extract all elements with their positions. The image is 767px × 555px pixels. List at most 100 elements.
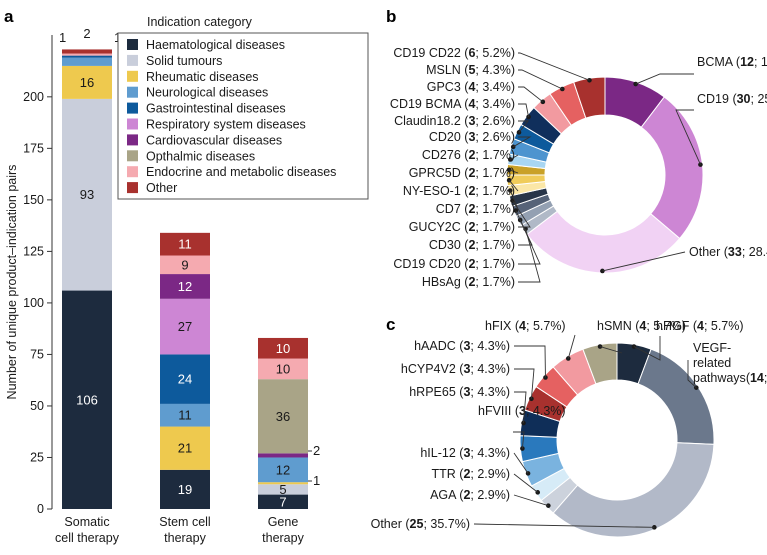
bar-segment-solid-tumours bbox=[62, 98, 112, 291]
bar-value-label: 10 bbox=[276, 341, 290, 356]
donut-value-pct: ; 4.3%) bbox=[470, 446, 510, 460]
bar-segment-endocrine-and-metabolic-diseases bbox=[160, 255, 210, 275]
bar-value-label: 11 bbox=[178, 237, 192, 252]
bar-value-label: 11 bbox=[178, 408, 192, 423]
bar-segment-neurological-diseases bbox=[258, 457, 308, 483]
donut-label-gucy2c: GUCY2C (2; 1.7%) bbox=[409, 220, 515, 234]
leader-line bbox=[514, 368, 535, 399]
donut-label-cd20: CD20 (3; 2.6%) bbox=[429, 130, 515, 144]
x-category-label: Somatic bbox=[64, 515, 109, 529]
donut-label-line: VEGF- bbox=[693, 341, 731, 355]
bar-segment-endocrine-and-metabolic-diseases bbox=[62, 53, 112, 56]
bar-value-label: 27 bbox=[178, 319, 192, 334]
bar-value-label: 5 bbox=[279, 482, 286, 497]
y-tick-label-150: 150 bbox=[23, 193, 44, 207]
leader-line bbox=[515, 210, 533, 246]
donut-label-hcyp4v2: hCYP4V2 (3; 4.3%) bbox=[401, 362, 510, 376]
donut-value-count: 2 bbox=[468, 238, 475, 252]
bar-value-label: 21 bbox=[178, 441, 192, 456]
donut-value-count: 4 bbox=[639, 319, 646, 333]
donut-value-count: 2 bbox=[468, 220, 475, 234]
donut-value-count: 3 bbox=[463, 339, 470, 353]
donut-value-open: ( bbox=[464, 97, 469, 111]
bar-value-label: 1 bbox=[313, 473, 320, 488]
leader-line bbox=[675, 109, 701, 165]
bar-value-label: 19 bbox=[178, 482, 192, 497]
donut-slice-other bbox=[552, 442, 715, 538]
donut-label-hsmn: hSMN (4; 5.7%) bbox=[597, 319, 686, 333]
donut-value-pct: ; 1.7%) bbox=[475, 202, 515, 216]
donut-value-open: ( bbox=[515, 319, 520, 333]
donut-value-pct: ; 4.3%) bbox=[475, 63, 515, 77]
bar-segment-haematological-diseases bbox=[62, 290, 112, 509]
donut-label-line: CD20 bbox=[429, 130, 464, 144]
donut-value-count: 2 bbox=[463, 488, 470, 502]
legend-entry-rheumatic-diseases: Rheumatic diseases bbox=[146, 70, 259, 84]
x-category-label: Stem cell bbox=[159, 515, 210, 529]
donut-value-open: ( bbox=[464, 220, 469, 234]
donut-value-count: 3 bbox=[463, 362, 470, 376]
legend-entry-haematological-diseases: Haematological diseases bbox=[146, 38, 285, 52]
donut-value-pct: ; 2.9%) bbox=[470, 488, 510, 502]
y-tick-label-50: 50 bbox=[30, 399, 44, 413]
donut-value-pct: ; 1.7%) bbox=[475, 220, 515, 234]
bar-segment-other bbox=[258, 337, 308, 359]
donut-label-cd19: CD19 (30; 25.9%) bbox=[697, 92, 767, 106]
bar-value-label: 7 bbox=[279, 494, 286, 509]
leader-line bbox=[518, 69, 563, 90]
donut-value-pct: ; 25.9%) bbox=[751, 92, 767, 106]
legend-entry-neurological-diseases: Neurological diseases bbox=[146, 86, 268, 100]
legend-box bbox=[117, 32, 369, 200]
donut-value-open: ( bbox=[459, 339, 464, 353]
bar-value-label: 1 bbox=[59, 30, 66, 45]
donut-value-count: 3 bbox=[519, 404, 526, 418]
leader-line bbox=[599, 346, 623, 354]
bar-value-label: 106 bbox=[76, 392, 98, 407]
donut-label-line: AGA bbox=[430, 488, 459, 502]
donut-value-open: ( bbox=[464, 130, 469, 144]
legend-entry-other: Other bbox=[146, 181, 177, 195]
donut-value-count: 2 bbox=[468, 166, 475, 180]
bar-segment-haematological-diseases bbox=[258, 494, 308, 509]
bar-value-label: 24 bbox=[178, 372, 192, 387]
donut-value-count: 4 bbox=[519, 319, 526, 333]
bar-value-label: 2 bbox=[83, 26, 90, 41]
legend-entry-opthalmic-diseases: Opthalmic diseases bbox=[146, 149, 255, 163]
donut-value-open: ( bbox=[464, 148, 469, 162]
donut-label-line: Other bbox=[689, 245, 724, 259]
donut-value-pct: ; 5.7%) bbox=[646, 319, 686, 333]
donut-label-hil-12: hIL-12 (3; 4.3%) bbox=[420, 446, 510, 460]
leader-line bbox=[510, 154, 519, 160]
donut-label-hhgf: hHGF (4; 5.7%) bbox=[656, 319, 744, 333]
donut-value-pct: ; 1.7%) bbox=[475, 184, 515, 198]
leader-line bbox=[513, 431, 525, 449]
donut-label-gpc3: GPC3 (4; 3.4%) bbox=[427, 80, 515, 94]
donut-label-other: Other (33; 28.4%) bbox=[689, 245, 767, 259]
bar-segment-rheumatic-diseases bbox=[258, 482, 308, 485]
leader-line bbox=[513, 452, 529, 474]
donut-label-line: CD19 bbox=[697, 92, 732, 106]
donut-value-count: 2 bbox=[468, 275, 475, 289]
donut-label-line: TTR bbox=[431, 467, 459, 481]
donut-label-line: hCYP4V2 bbox=[401, 362, 459, 376]
donut-value-count: 4 bbox=[468, 97, 475, 111]
y-tick-label-125: 125 bbox=[23, 244, 44, 258]
donut-value-pct: ; 5.7%) bbox=[704, 319, 744, 333]
bar-value-label: 9 bbox=[181, 257, 188, 272]
donut-label-line: hRPE65 bbox=[409, 385, 459, 399]
leader-dot bbox=[565, 356, 571, 361]
donut-label-ny-eso-1: NY-ESO-1 (2; 1.7%) bbox=[403, 184, 515, 198]
donut-label-line: hAADC bbox=[414, 339, 459, 353]
x-category-label: therapy bbox=[164, 531, 206, 545]
donut-label-haadc: hAADC (3; 4.3%) bbox=[414, 339, 510, 353]
y-tick-label-200: 200 bbox=[23, 90, 44, 104]
y-tick-label-75: 75 bbox=[30, 347, 44, 361]
bar-segment-other bbox=[160, 232, 210, 256]
legend-swatch-endocrine-and-metabolic-diseases bbox=[127, 166, 138, 178]
donut-value-pct: ; 28.4%) bbox=[742, 245, 767, 259]
leader-line bbox=[633, 336, 661, 361]
leader-line bbox=[518, 103, 530, 117]
donut-label-cd19-bcma: CD19 BCMA (4; 3.4%) bbox=[390, 97, 515, 111]
legend-swatch-haematological-diseases bbox=[127, 39, 138, 50]
